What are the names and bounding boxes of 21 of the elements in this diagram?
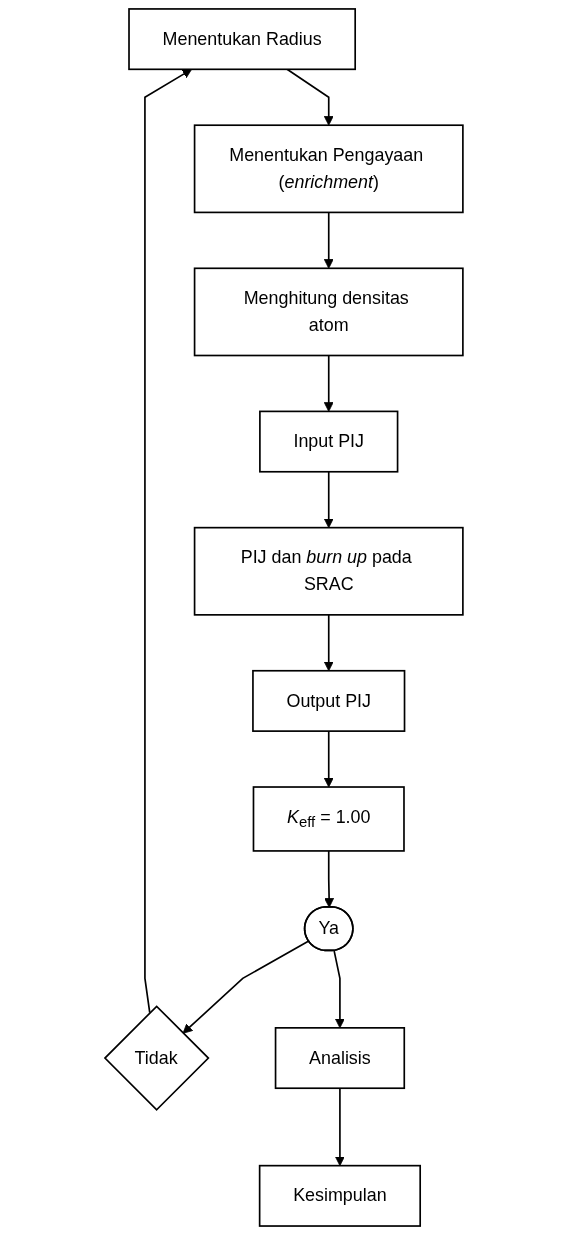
arrow bbox=[335, 1087, 345, 1167]
arrow bbox=[323, 470, 334, 529]
arrow bbox=[144, 68, 193, 1014]
node-box: Menentukan Radius bbox=[128, 8, 357, 71]
arrow bbox=[286, 68, 334, 126]
node-diamond: Tidak bbox=[103, 1005, 210, 1111]
node-box: Output PIJ bbox=[252, 669, 406, 732]
node-box: Kesimpulan bbox=[258, 1164, 422, 1227]
node-box: Input PIJ bbox=[259, 410, 399, 473]
node-box: Menentukan Pengayaan (enrichment) bbox=[193, 124, 464, 214]
arrow bbox=[323, 614, 334, 672]
arrow bbox=[324, 850, 335, 908]
arrow bbox=[182, 940, 310, 1034]
arrow bbox=[333, 950, 345, 1029]
arrow bbox=[323, 354, 334, 412]
node-box: PIJ dan burn up pada SRAC bbox=[193, 526, 464, 616]
node-box: K$_{eff}$ = 1.00 bbox=[252, 786, 405, 852]
arrow bbox=[323, 211, 334, 269]
arrow bbox=[323, 730, 334, 788]
node-box: Analisis bbox=[274, 1027, 406, 1090]
node-box: Menghitung densitas atom bbox=[193, 267, 464, 357]
